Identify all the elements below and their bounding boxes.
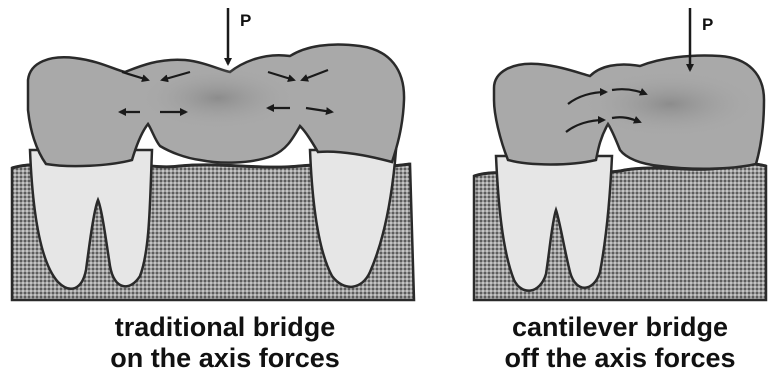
stress-zone: [138, 66, 298, 130]
cantilever-bridge-caption: cantilever bridge off the axis forces: [470, 312, 768, 374]
traditional-bridge-caption: traditional bridge on the axis forces: [30, 312, 420, 374]
cantilever-bridge-panel: P: [474, 8, 766, 300]
caption-line-1: traditional bridge: [30, 312, 420, 343]
caption-line-2: off the axis forces: [470, 343, 768, 374]
stress-zone: [580, 70, 760, 138]
force-label-p: P: [240, 11, 251, 30]
force-label-p: P: [702, 15, 713, 34]
caption-line-1: cantilever bridge: [470, 312, 768, 343]
caption-line-2: on the axis forces: [30, 343, 420, 374]
traditional-bridge-panel: P: [12, 8, 414, 300]
